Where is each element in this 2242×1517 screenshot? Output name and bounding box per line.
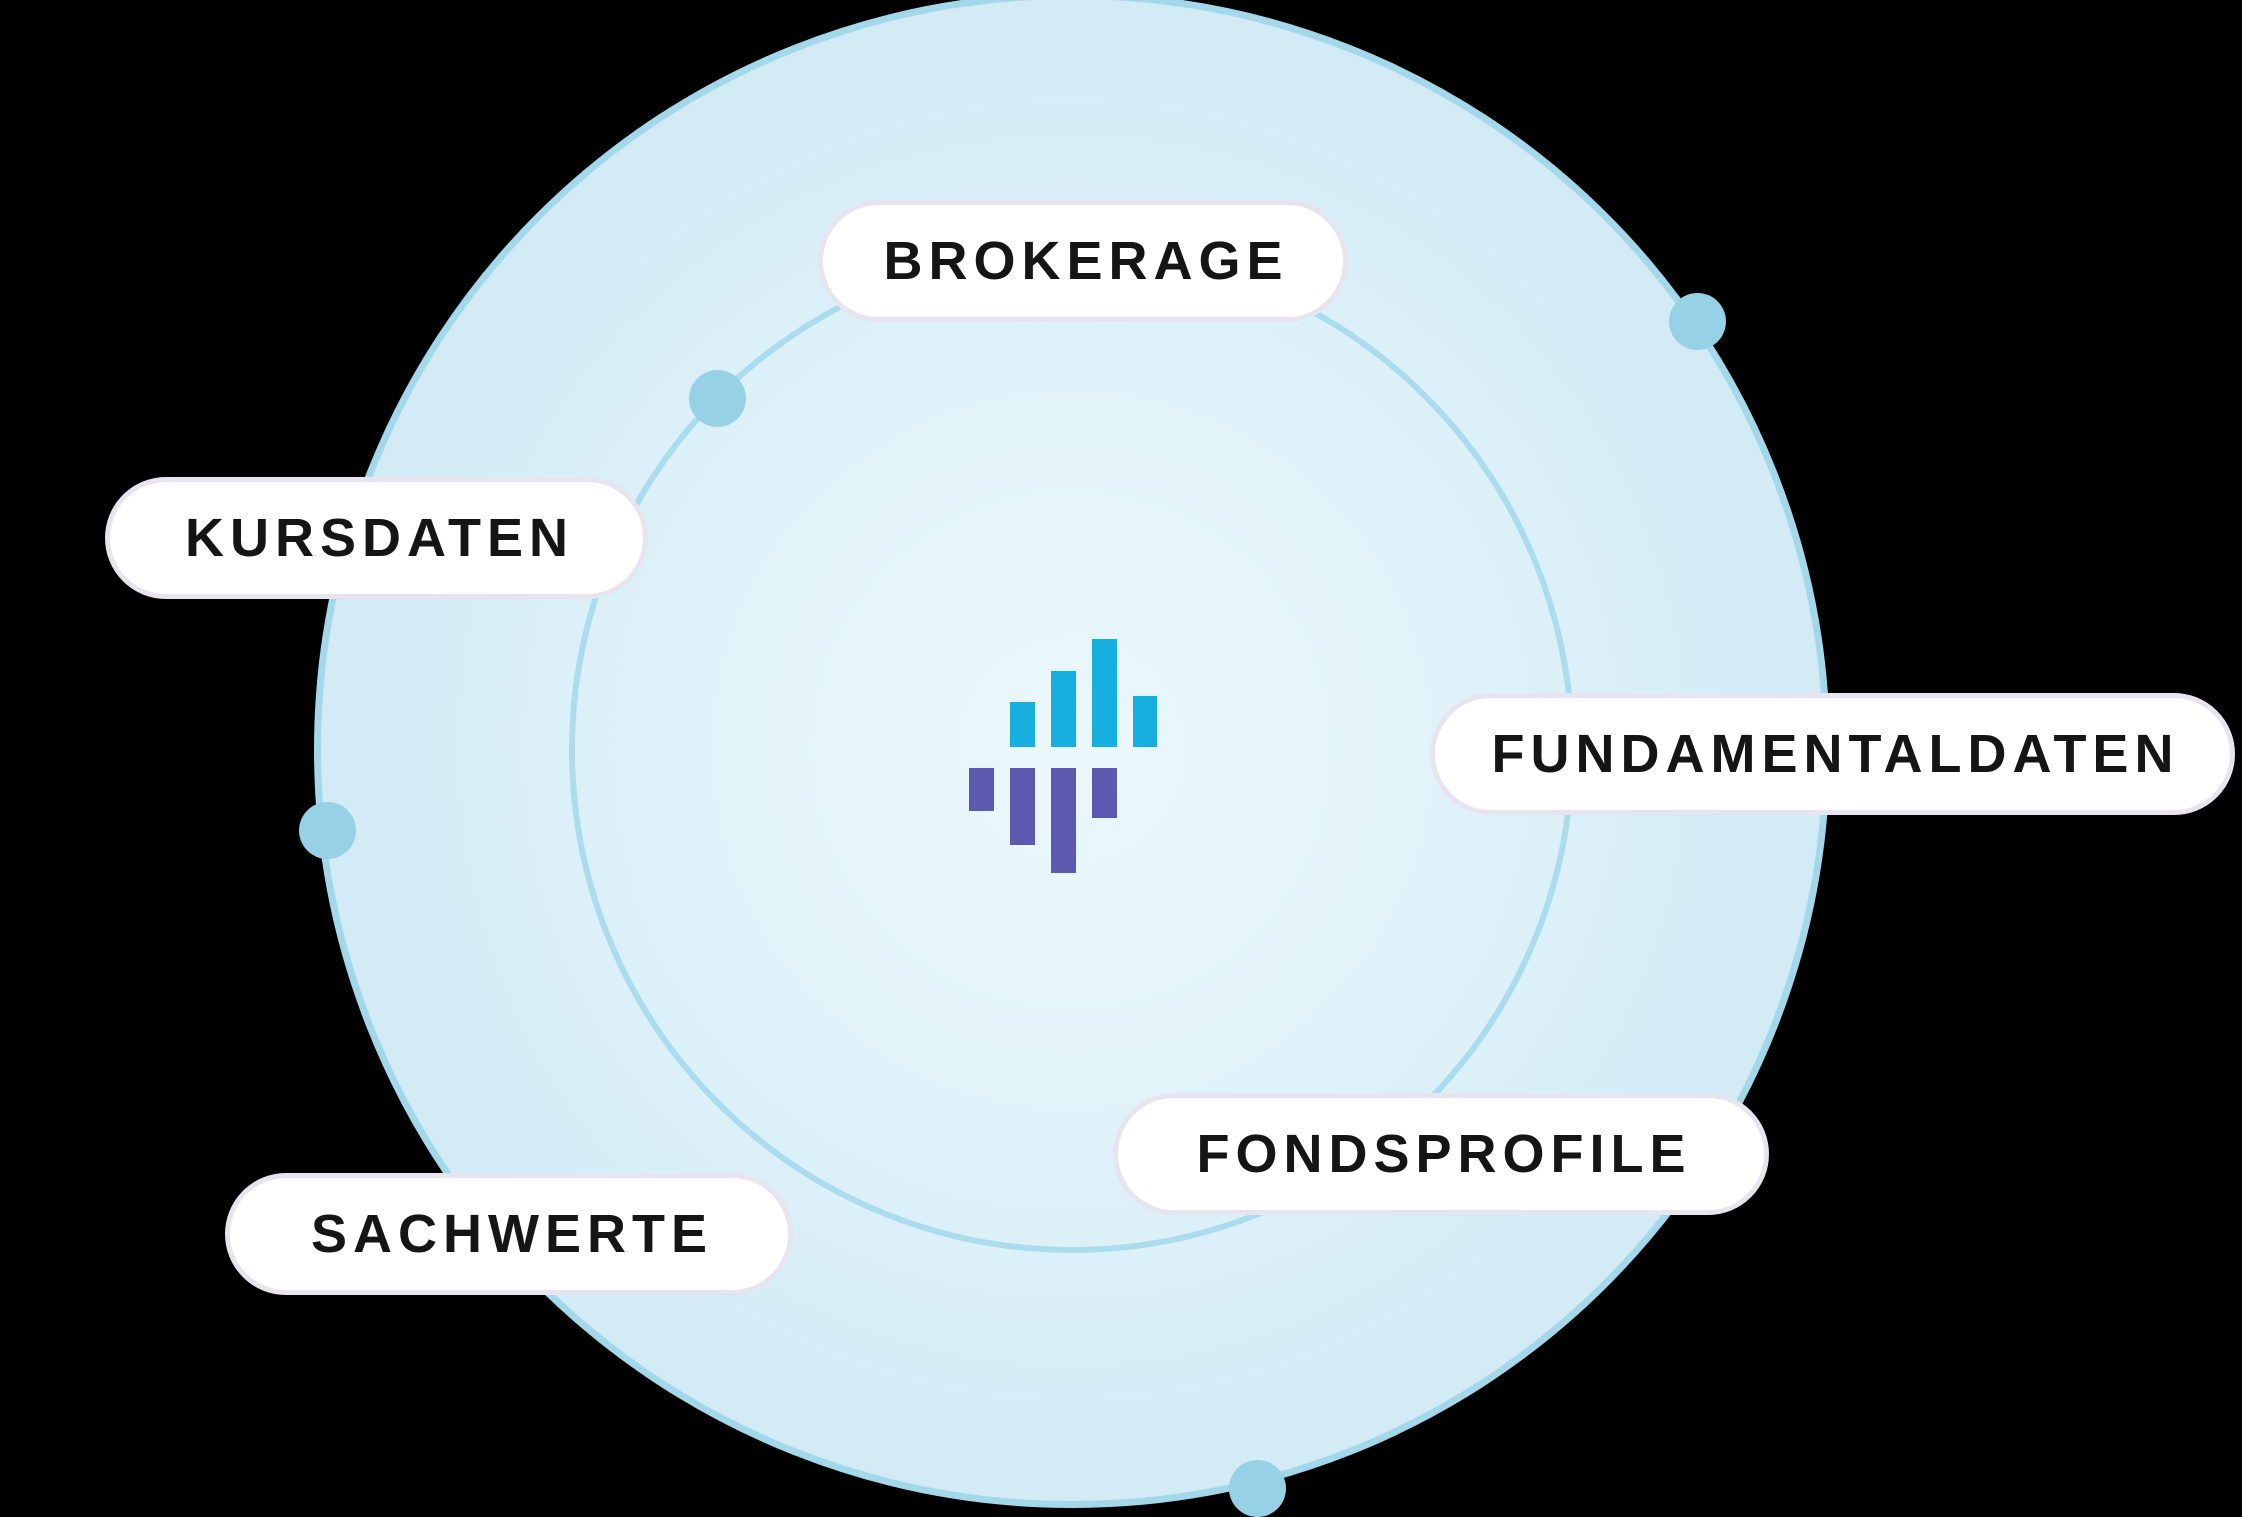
inner-orbit-node-dot [689, 370, 746, 427]
logo-bar-down-3 [1051, 768, 1076, 873]
logo-bar-up-4 [1133, 696, 1157, 747]
outer-orbit-node-dot-left [299, 802, 356, 859]
label-pill-fondsprofile: FONDSPROFILE [1113, 1093, 1769, 1215]
logo-bar-down-1 [969, 768, 994, 811]
label-pill-fundamentaldaten: FUNDAMENTALDATEN [1430, 693, 2235, 815]
outer-orbit-node-dot-top-right [1669, 293, 1726, 350]
logo-bar-down-4 [1092, 768, 1117, 818]
label-pill-fondsprofile-text: FONDSPROFILE [1196, 1124, 1692, 1184]
label-pill-brokerage: BROKERAGE [818, 200, 1348, 322]
label-pill-sachwerte: SACHWERTE [225, 1173, 793, 1295]
logo-bar-up-2 [1051, 671, 1076, 747]
label-pill-kursdaten: KURSDATEN [105, 477, 648, 599]
logo-bar-up-3 [1092, 639, 1117, 747]
outer-orbit-node-dot-bottom [1229, 1460, 1286, 1517]
logo-bar-down-2 [1010, 768, 1035, 845]
bar-chart-logo [969, 639, 1158, 874]
label-pill-kursdaten-text: KURSDATEN [185, 508, 574, 568]
label-pill-sachwerte-text: SACHWERTE [311, 1204, 713, 1264]
label-pill-fundamentaldaten-text: FUNDAMENTALDATEN [1491, 724, 2180, 784]
logo-bar-up-1 [1010, 702, 1035, 747]
label-pill-brokerage-text: BROKERAGE [883, 231, 1289, 291]
